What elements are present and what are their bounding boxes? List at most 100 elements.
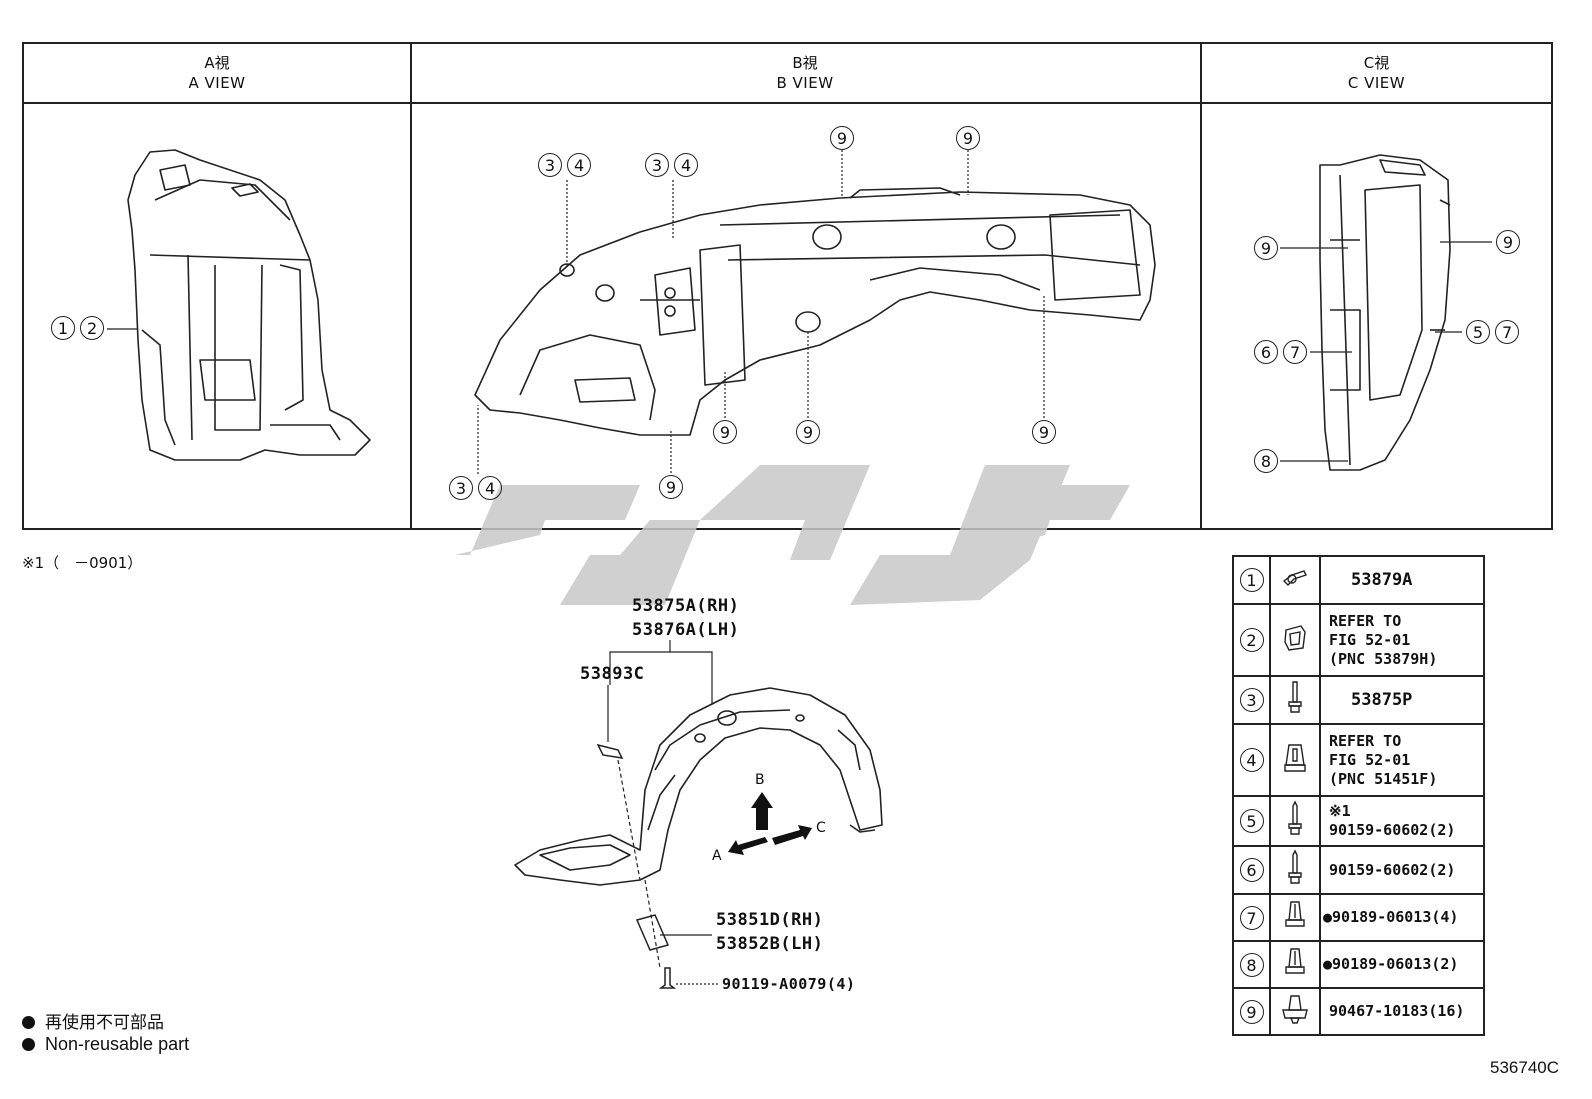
- callout-b-9: 9: [796, 420, 820, 444]
- part-seal: 53893C: [580, 664, 645, 684]
- legend-text: 90159-60602(2): [1329, 860, 1456, 879]
- callout-b-9: 9: [713, 420, 737, 444]
- view-a-header: A視 A VIEW: [24, 44, 410, 102]
- legend-number: 6: [1239, 858, 1264, 882]
- legend-row: 2 REFER TO FIG 52-01 (PNC 53879H): [1232, 603, 1485, 677]
- part-bracket-lh: 53852B(LH): [716, 934, 824, 954]
- legend-text: 53875P: [1351, 689, 1413, 710]
- legend-text: (PNC 51451F): [1329, 769, 1438, 788]
- legend-number: 8: [1239, 952, 1264, 977]
- figure-id: 536740C: [1490, 1058, 1560, 1077]
- views-frame: A視 A VIEW B視 B VIEW C視 C VIEW: [22, 42, 1553, 530]
- legend-row: 1 53879A: [1232, 555, 1485, 605]
- note-en: Non-reusable part: [22, 1034, 189, 1055]
- legend-number: 2: [1239, 628, 1264, 652]
- legend-text: FIG 52-01: [1329, 630, 1411, 649]
- seal-part: [596, 743, 624, 759]
- bullet-dot-icon: [22, 1016, 35, 1029]
- a-view-liner-drawing: [127, 149, 371, 461]
- legend-row: 5 ※1 90159-60602(2): [1232, 795, 1485, 847]
- bracket-part: [635, 914, 670, 951]
- view-c-title-jp: C視: [1363, 54, 1390, 72]
- legend-text: 53879A: [1351, 569, 1413, 590]
- legend-number: 5: [1239, 809, 1264, 833]
- view-c-header: C視 C VIEW: [1200, 44, 1553, 102]
- callout-number: 3: [645, 153, 669, 177]
- header-divider: [24, 102, 1551, 104]
- legend-text: 90467-10183(16): [1329, 1002, 1465, 1020]
- callout-b-34-left: 3 4: [538, 153, 592, 177]
- push-clip-icon: [1269, 940, 1321, 989]
- legend-text: REFER TO: [1329, 611, 1402, 630]
- callout-number: 1: [51, 316, 75, 340]
- part-bracket-rh: 53851D(RH): [716, 910, 824, 930]
- push-rivet-icon: [1269, 987, 1321, 1036]
- bullet-dot-icon: [22, 1038, 35, 1051]
- legend-row: 6 90159-60602(2): [1232, 845, 1485, 895]
- callout-c-67: 6 7: [1254, 340, 1308, 364]
- view-divider: [410, 44, 412, 528]
- retainer-icon: [1269, 603, 1321, 677]
- callout-number: 4: [478, 476, 503, 500]
- legend-text: FIG 52-01: [1329, 750, 1411, 769]
- main-liner-drawing: [514, 687, 883, 886]
- callout-b-9: 9: [1032, 420, 1056, 444]
- screw-icon: [1269, 795, 1321, 847]
- direction-label-c: C: [816, 820, 826, 836]
- legend-number: 1: [1239, 568, 1264, 592]
- callout-number: 3: [449, 476, 473, 500]
- note-jp: 再使用不可部品: [22, 1008, 164, 1033]
- footnote: ※1（ －0901）: [22, 554, 143, 572]
- callout-a-12: 1 2: [51, 316, 105, 340]
- callout-c-9: 9: [1254, 236, 1278, 260]
- legend-text: REFER TO: [1329, 731, 1402, 750]
- callout-number: 4: [567, 153, 592, 177]
- part-bolt: 90119-A0079(4): [722, 975, 856, 993]
- view-divider: [1200, 44, 1202, 528]
- leader-lines: [107, 150, 1492, 474]
- part-liner-lh: 53876A(LH): [632, 620, 740, 640]
- direction-arrows: [728, 792, 812, 855]
- legend-number: 9: [1239, 999, 1264, 1024]
- view-b-header: B視 B VIEW: [410, 44, 1200, 102]
- callout-number: 6: [1254, 340, 1278, 364]
- legend-row: 8 ●90189-06013(2): [1232, 940, 1485, 989]
- callout-b-9: 9: [956, 126, 980, 150]
- legend-number: 4: [1239, 748, 1264, 772]
- legend-text: ●90189-06013(4): [1323, 908, 1459, 926]
- direction-label-b: B: [755, 772, 765, 788]
- legend-text: ※1: [1329, 802, 1351, 820]
- bolt-part: [658, 967, 677, 989]
- note-en-text: Non-reusable part: [45, 1034, 190, 1054]
- callout-c-57: 5 7: [1466, 320, 1520, 344]
- c-view-liner-drawing: [1319, 154, 1451, 471]
- legend-row: 9 90467-10183(16): [1232, 987, 1485, 1036]
- callout-number: 7: [1495, 320, 1520, 344]
- screw-icon: [1269, 845, 1321, 895]
- callout-number: 5: [1466, 320, 1490, 344]
- callout-b-9: 9: [830, 126, 854, 150]
- legend-number: 3: [1239, 688, 1264, 712]
- callout-number: 4: [674, 153, 699, 177]
- legend-row: 4 REFER TO FIG 52-01 (PNC 51451F): [1232, 723, 1485, 797]
- view-a-title-jp: A視: [204, 54, 230, 72]
- arrow-a-icon: [728, 837, 768, 855]
- legend-text: 90159-60602(2): [1329, 821, 1456, 839]
- small-parts-drawing: [596, 743, 677, 989]
- arrow-c-icon: [772, 825, 812, 845]
- callout-number: 2: [80, 316, 105, 340]
- view-c-title-en: C VIEW: [1347, 74, 1406, 92]
- screw-icon: [1269, 675, 1321, 725]
- note-jp-text: 再使用不可部品: [45, 1013, 164, 1033]
- push-clip-icon: [1269, 893, 1321, 942]
- b-view-liner-drawing: [474, 187, 1156, 436]
- legend-table: 1 53879A 2 REFER TO FIG 52-01 (PNC 53879…: [1232, 555, 1485, 1036]
- callout-b-34-mid: 3 4: [645, 153, 699, 177]
- legend-row: 7 ●90189-06013(4): [1232, 893, 1485, 942]
- part-liner-rh: 53875A(RH): [632, 596, 740, 616]
- legend-number: 7: [1239, 905, 1264, 930]
- callout-c-9: 9: [1496, 230, 1520, 254]
- nut-clip-icon: [1269, 723, 1321, 797]
- view-b-title-en: B VIEW: [776, 74, 834, 92]
